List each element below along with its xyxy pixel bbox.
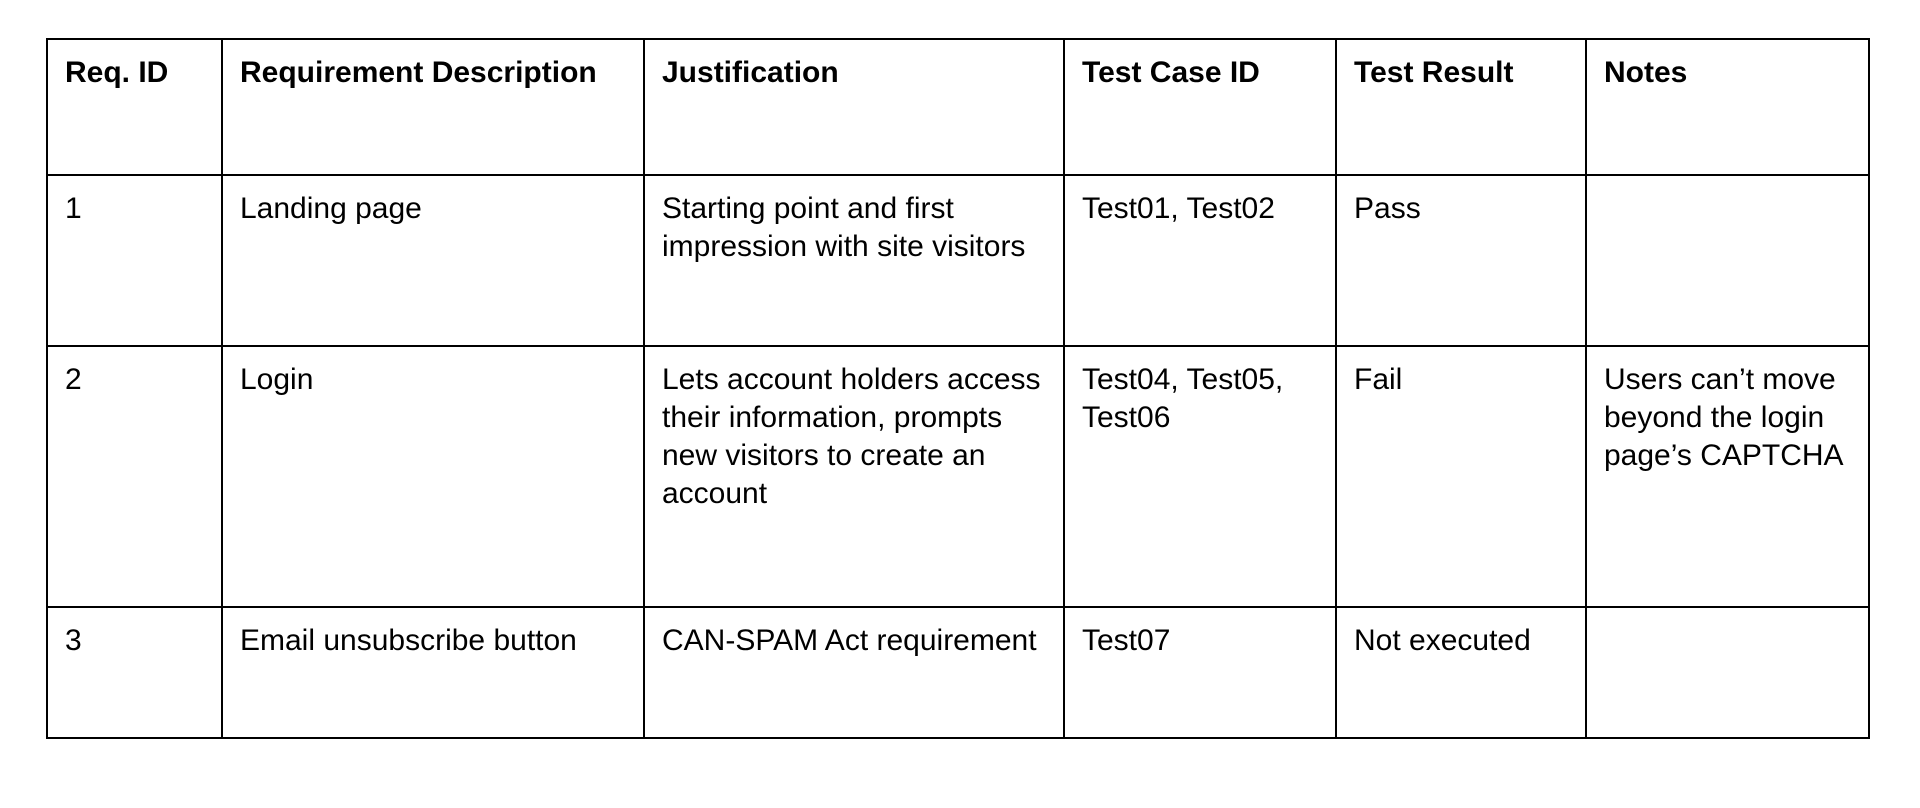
column-header-notes: Notes [1585,38,1870,176]
cell-notes: Users can’t move beyond the login page’s… [1585,345,1870,608]
cell-justification: Lets account holders access their inform… [643,345,1065,608]
cell-req-id: 3 [46,606,223,739]
table-row: 3 Email unsubscribe button CAN-SPAM Act … [46,606,1870,739]
column-header-test-result: Test Result [1335,38,1587,176]
cell-description: Email unsubscribe button [221,606,645,739]
cell-test-result: Not executed [1335,606,1587,739]
cell-test-case-id: Test01, Test02 [1063,174,1337,347]
cell-description: Login [221,345,645,608]
table-header-row: Req. ID Requirement Description Justific… [46,38,1870,176]
column-header-req-id: Req. ID [46,38,223,176]
column-header-justification: Justification [643,38,1065,176]
cell-test-result: Pass [1335,174,1587,347]
cell-notes [1585,174,1870,347]
table-row: 2 Login Lets account holders access thei… [46,345,1870,608]
table-row: 1 Landing page Starting point and first … [46,174,1870,347]
column-header-test-case-id: Test Case ID [1063,38,1337,176]
cell-justification: CAN-SPAM Act requirement [643,606,1065,739]
cell-notes [1585,606,1870,739]
requirements-traceability-table: Req. ID Requirement Description Justific… [46,38,1870,739]
cell-req-id: 1 [46,174,223,347]
cell-justification: Starting point and first impression with… [643,174,1065,347]
cell-description: Landing page [221,174,645,347]
cell-test-case-id: Test07 [1063,606,1337,739]
cell-test-case-id: Test04, Test05, Test06 [1063,345,1337,608]
cell-test-result: Fail [1335,345,1587,608]
column-header-description: Requirement Description [221,38,645,176]
cell-req-id: 2 [46,345,223,608]
